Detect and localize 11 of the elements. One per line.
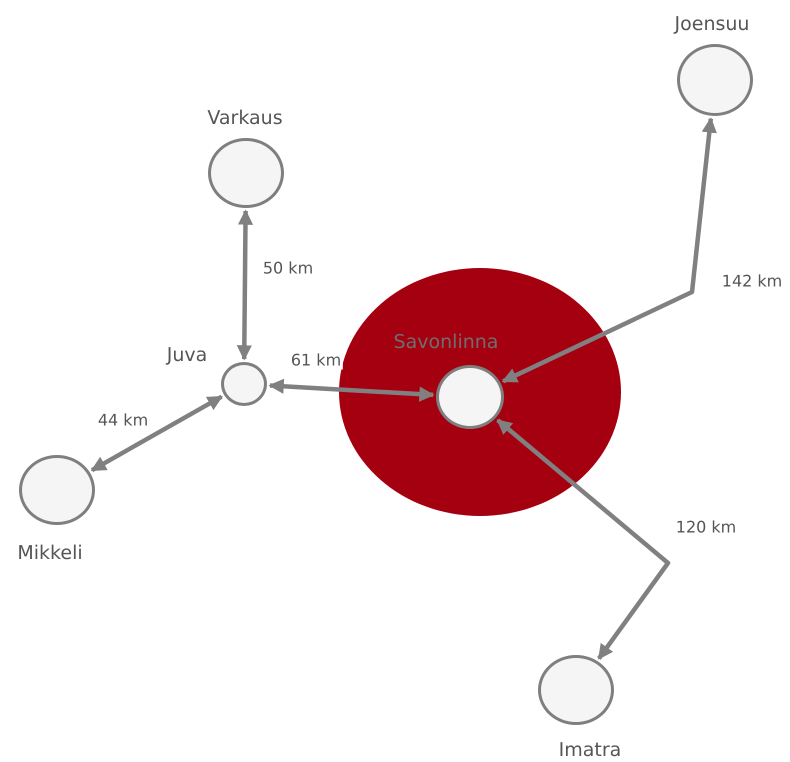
double-arrow	[496, 418, 670, 660]
double-arrow	[268, 378, 435, 402]
city-name: Mikkeli	[17, 542, 83, 564]
city-name: Juva	[166, 344, 208, 366]
double-arrow	[90, 394, 223, 472]
city-name: Varkaus	[207, 107, 283, 129]
city-name: Imatra	[558, 739, 622, 761]
city-name: Savonlinna	[394, 331, 498, 353]
double-arrow	[236, 209, 254, 361]
city-name: Joensuu	[674, 13, 750, 35]
double-arrow	[502, 117, 717, 384]
